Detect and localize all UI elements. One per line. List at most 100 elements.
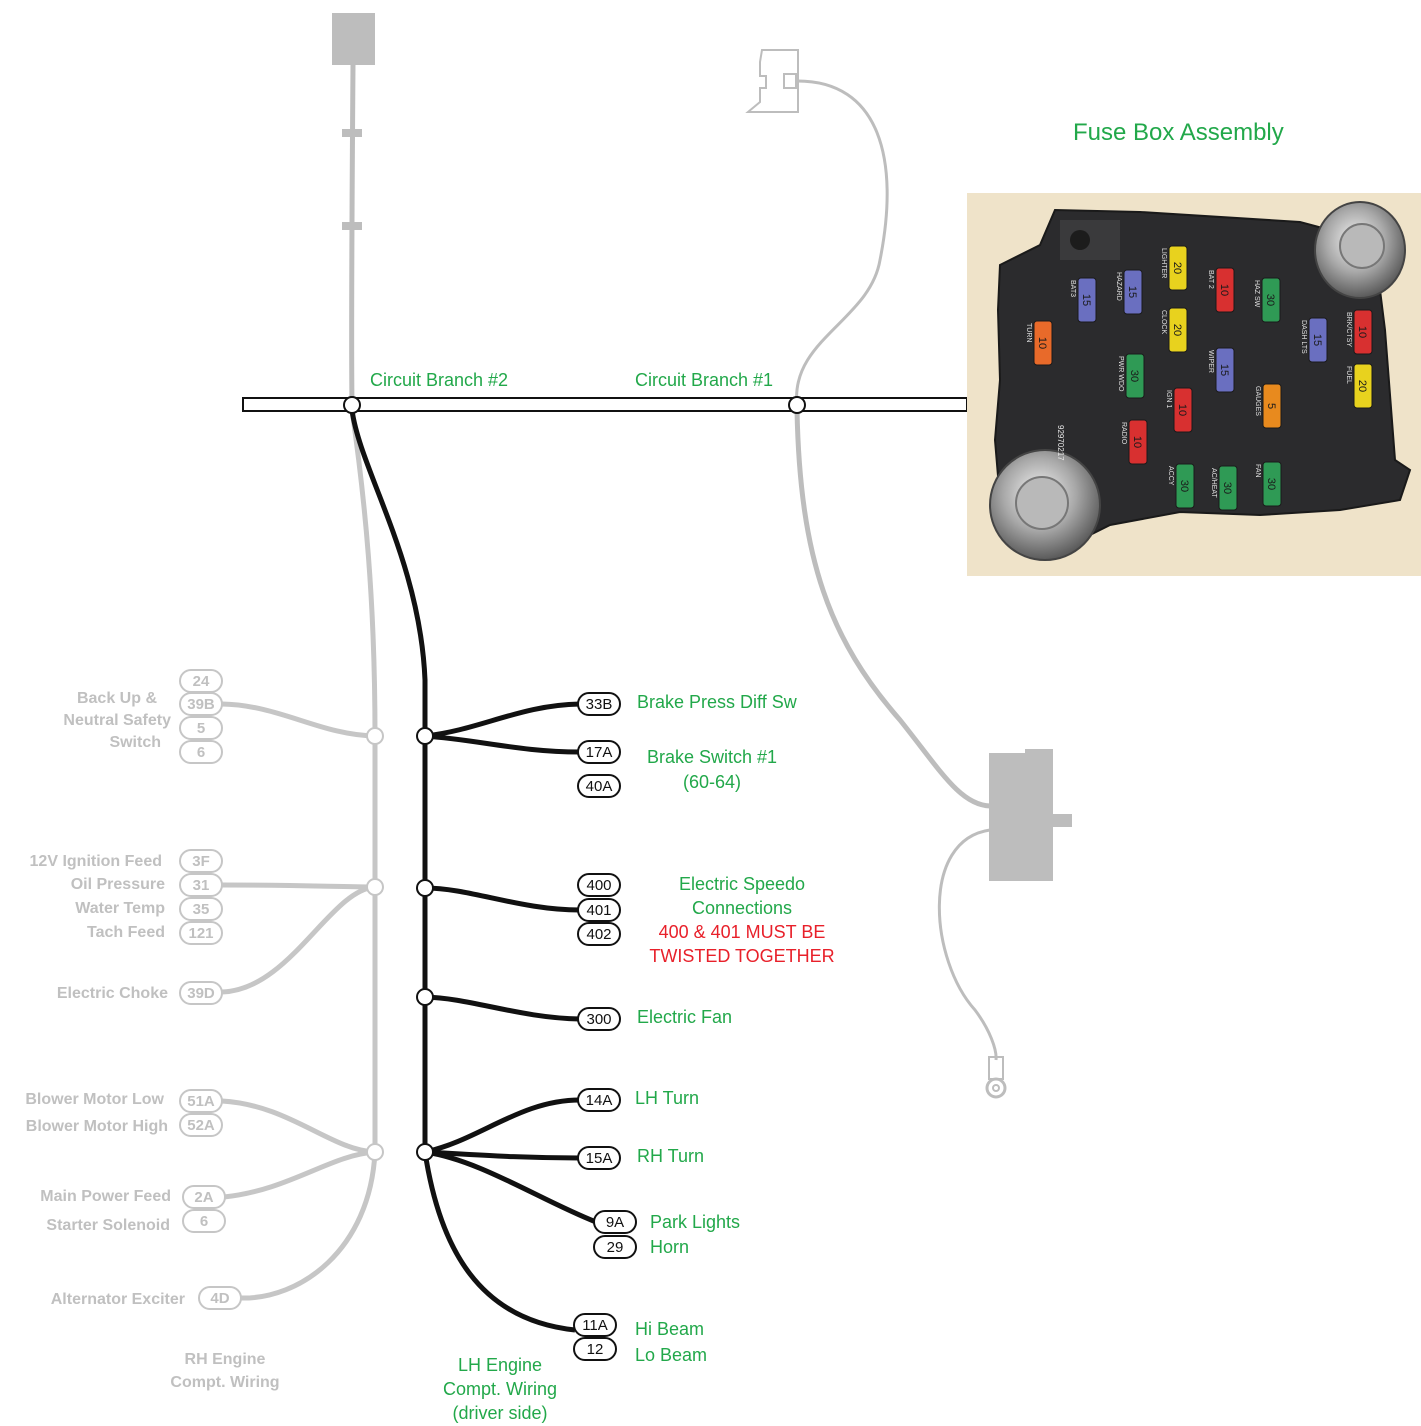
connector-label: Neutral Safety bbox=[63, 712, 171, 729]
connector-tag-number: 402 bbox=[586, 926, 611, 943]
connector-label: Back Up & bbox=[77, 690, 157, 707]
connector-tag-shape bbox=[179, 981, 223, 1005]
fuse-rating: 10 bbox=[1036, 337, 1048, 349]
fuse-body bbox=[1215, 267, 1235, 313]
fuse-rating: 10 bbox=[1218, 284, 1230, 296]
connector-tag-number: 15A bbox=[586, 1150, 613, 1167]
connector-label: Oil Pressure bbox=[71, 876, 165, 893]
connector-tag-shape bbox=[577, 1007, 621, 1031]
fuse-label: GAUGES bbox=[1254, 386, 1261, 416]
rh-connector-51a-9: 51A Blower Motor Low bbox=[25, 1089, 223, 1113]
rh-junctions bbox=[366, 727, 384, 1161]
fuse-label: FUEL bbox=[1345, 366, 1352, 384]
connector-tag-number: 40A bbox=[586, 778, 613, 795]
connector-label: Electric Fan bbox=[637, 1007, 732, 1027]
connector-label: Horn bbox=[650, 1237, 689, 1257]
rh-engine-title-1: RH Engine bbox=[185, 1351, 266, 1368]
connector-tag-shape bbox=[577, 1146, 621, 1170]
connector-tag-number: 6 bbox=[200, 1213, 208, 1230]
fuse-label: PWR WDO bbox=[1117, 356, 1124, 392]
fuse-body bbox=[1353, 309, 1373, 355]
connector-tag-shape bbox=[179, 921, 223, 945]
fuse-label: IGN 1 bbox=[1165, 390, 1172, 408]
fuse-body bbox=[1218, 465, 1238, 511]
lh-engine-title-3: (driver side) bbox=[452, 1403, 547, 1423]
connector-label: Tach Feed bbox=[87, 924, 165, 941]
terminal-cap-bottom bbox=[989, 449, 1101, 561]
connector-tag-number: 35 bbox=[193, 901, 210, 918]
fuse-label: FAN bbox=[1254, 464, 1261, 478]
connector-tag-shape bbox=[593, 1210, 637, 1234]
connector-tag-number: 121 bbox=[188, 925, 213, 942]
fuse-label: BRK/CTSY bbox=[1345, 312, 1352, 347]
connector-tag-shape bbox=[179, 740, 223, 764]
terminal-cap-top bbox=[1314, 201, 1406, 299]
connector-tag-shape bbox=[577, 692, 621, 716]
connector-label: Brake Press Diff Sw bbox=[637, 692, 798, 712]
connector-tag-shape bbox=[179, 1089, 223, 1113]
circuit-branch-2-label: Circuit Branch #2 bbox=[370, 370, 508, 390]
connector-tag-number: 3F bbox=[192, 853, 210, 870]
connector-tag-number: 4D bbox=[210, 1290, 229, 1307]
connector-label: Brake Switch #1 bbox=[647, 747, 777, 767]
fuse-label: DASH LTS bbox=[1300, 320, 1307, 354]
connector-tag-number: 39D bbox=[187, 985, 215, 1002]
fuse-body bbox=[1123, 269, 1143, 315]
lh-connector-40a: 40A(60-64) bbox=[577, 772, 741, 798]
lh-connector-402: 402 bbox=[577, 922, 621, 946]
fuse-body bbox=[1261, 277, 1281, 323]
connector-tag-shape bbox=[179, 897, 223, 921]
fuse-label: HAZARD bbox=[1115, 272, 1122, 301]
connector-label: Blower Motor Low bbox=[25, 1091, 164, 1108]
fuse-rating: 5 bbox=[1265, 403, 1277, 409]
connector-label: Alternator Exciter bbox=[51, 1291, 185, 1308]
fuse-ign-1: 10 IGN 1 bbox=[1165, 387, 1193, 433]
lh-connector-17a: 17A Brake Switch #1 bbox=[577, 740, 777, 767]
connector-tag-number: 401 bbox=[586, 902, 611, 919]
fuse-body bbox=[1128, 419, 1148, 465]
fuse-gauges: 5 GAUGES bbox=[1254, 383, 1282, 429]
fuse-rating: 30 bbox=[1221, 482, 1233, 494]
connector-tag-number: 51A bbox=[187, 1093, 215, 1110]
connector-tag-shape bbox=[577, 873, 621, 897]
connector-tag-number: 12 bbox=[587, 1341, 604, 1358]
fuse-rating: 10 bbox=[1356, 326, 1368, 338]
fuse-brk-ctsy: 10 BRK/CTSY bbox=[1345, 309, 1373, 355]
rh-engine-harness bbox=[221, 409, 378, 1301]
connector-label: Electric Choke bbox=[57, 985, 168, 1002]
fuse-body bbox=[1168, 245, 1188, 291]
fuse-label: RADIO bbox=[1120, 422, 1127, 445]
fuse-label: HAZ SW bbox=[1253, 280, 1260, 308]
fuse-rating: 10 bbox=[1176, 404, 1188, 416]
connector-label: Hi Beam bbox=[635, 1319, 704, 1339]
connector-label: 12V Ignition Feed bbox=[30, 853, 162, 870]
fuse-label: LIGHTER bbox=[1160, 248, 1167, 278]
connector-tag-number: 29 bbox=[607, 1239, 624, 1256]
connector-tag-number: 17A bbox=[586, 744, 613, 761]
connector-tag-shape bbox=[179, 849, 223, 873]
connector-tag-shape bbox=[573, 1337, 617, 1361]
connector-tag-number: 2A bbox=[194, 1189, 213, 1206]
connector-tag-shape bbox=[179, 716, 223, 740]
connector-tag-shape bbox=[179, 873, 223, 897]
connector-label: Lo Beam bbox=[635, 1345, 707, 1365]
fuse-body bbox=[1353, 363, 1373, 409]
